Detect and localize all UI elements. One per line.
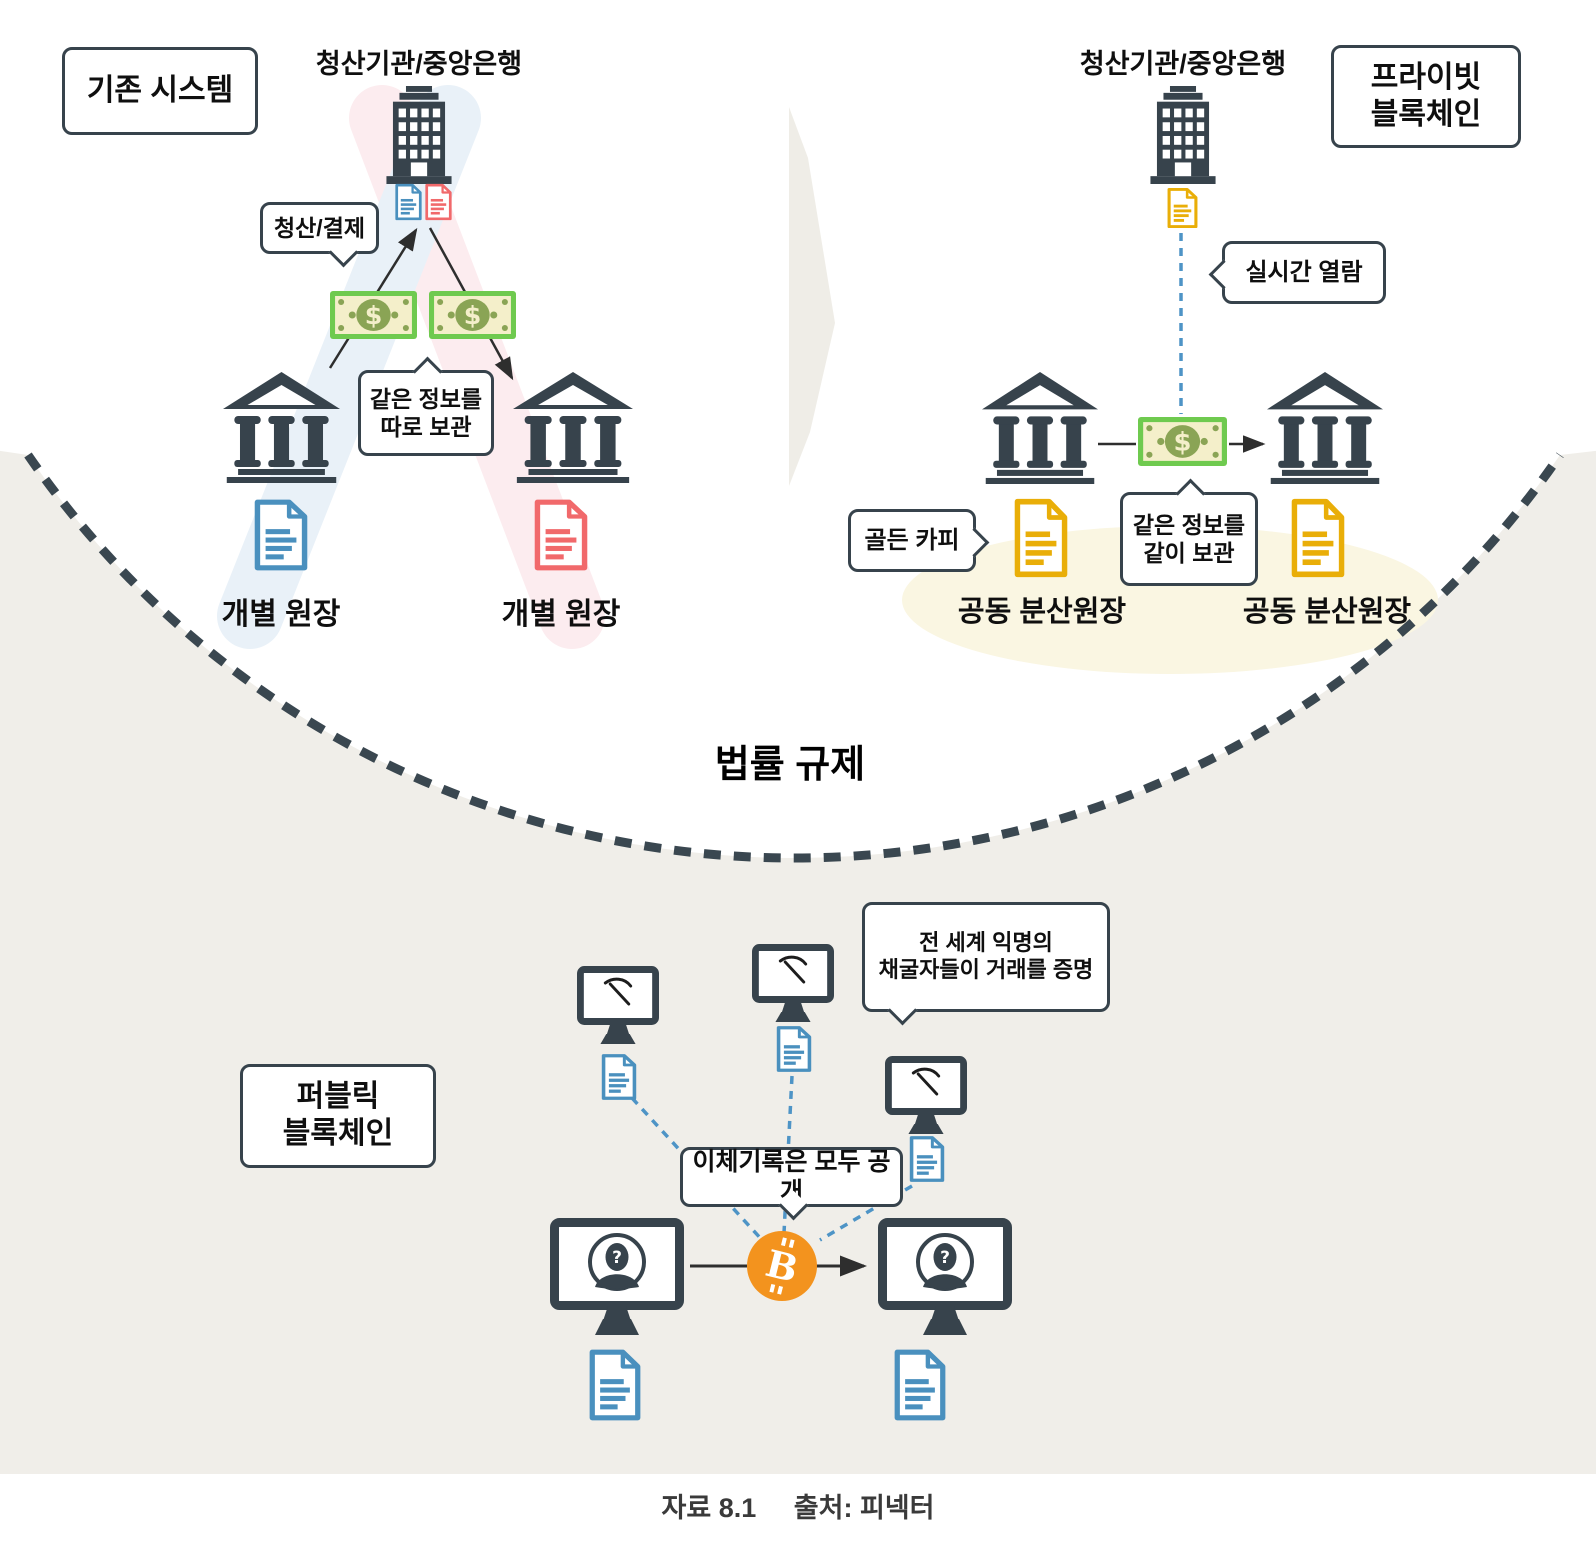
- separate-storage-bubble: 같은 정보를 따로 보관: [358, 370, 494, 456]
- miners-verify-line2: 채굴자들이 거래를 증명: [878, 957, 1094, 982]
- miner-monitor-pickaxe-icon: [752, 944, 834, 1024]
- anonymous-user-monitor-icon: ?: [878, 1218, 1012, 1336]
- shared-ledger-gold-icon: [1289, 497, 1347, 579]
- user-ledger-icon: [587, 1348, 643, 1422]
- individual-ledger-right-label: 개별 원장: [501, 598, 621, 631]
- shared-ledger-right-label: 공동 분산원장: [1242, 596, 1412, 628]
- miner-ledger-icon: [775, 1025, 813, 1073]
- figure-number: 자료 8.1: [661, 1493, 757, 1523]
- user-ledger-icon: [892, 1348, 948, 1422]
- legacy-system-label: 기존 시스템: [86, 73, 234, 107]
- svg-text:$: $: [365, 301, 383, 330]
- legacy-system-box: 기존 시스템: [62, 47, 258, 135]
- clearing-house-building-icon: [1148, 86, 1218, 184]
- svg-text:$: $: [1174, 428, 1192, 458]
- red-ledger-small-icon: [424, 183, 453, 221]
- private-blockchain-box: 프라이빗 블록체인: [1331, 45, 1521, 148]
- public-blockchain-line1: 퍼블릭: [296, 1080, 380, 1114]
- open-records-text: 이체기록은 모두 공개: [692, 1147, 891, 1207]
- private-blockchain-line2: 블록체인: [1370, 97, 1482, 131]
- miners-verify-line1: 전 세계 익명의: [919, 930, 1053, 956]
- miners-verify-bubble: 전 세계 익명의 채굴자들이 거래를 증명: [862, 902, 1110, 1012]
- shared-ledger-left-label: 공동 분산원장: [957, 596, 1127, 628]
- money-bill-icon: $: [330, 291, 417, 339]
- section-divider-chevron: [789, 107, 835, 486]
- individual-ledger-blue-icon: [252, 498, 310, 572]
- realtime-view-bubble: 실시간 열람: [1222, 241, 1386, 304]
- legacy-authority-label: 청산기관/중앙은행: [315, 49, 523, 79]
- bank-temple-icon: [223, 372, 340, 483]
- golden-copy-text: 골든 카피: [864, 526, 960, 554]
- open-records-bubble: 이체기록은 모두 공개: [680, 1147, 903, 1207]
- individual-ledger-red-icon: [532, 498, 590, 572]
- anonymous-user-monitor-icon: ?: [550, 1218, 684, 1336]
- money-bill-icon: $: [1138, 417, 1227, 466]
- realtime-view-text: 실시간 열람: [1245, 258, 1363, 286]
- figure-caption: 자료 8.1 출처: 피넥터: [0, 1486, 1596, 1525]
- public-blockchain-line2: 블록체인: [282, 1117, 394, 1150]
- shared-storage-line1: 같은 정보를: [1132, 511, 1246, 538]
- separate-storage-line2: 따로 보관: [380, 414, 472, 440]
- gold-ledger-small-icon: [1166, 187, 1199, 229]
- clearing-settlement-bubble: 청산/결제: [260, 202, 379, 254]
- bank-temple-icon: [1267, 372, 1383, 484]
- miner-ledger-icon: [600, 1053, 638, 1101]
- bitcoin-coin-icon: B: [747, 1231, 817, 1301]
- shared-ledger-gold-icon: [1012, 497, 1070, 579]
- miner-monitor-pickaxe-icon: [885, 1056, 967, 1136]
- public-blockchain-box: 퍼블릭 블록체인: [240, 1064, 436, 1168]
- private-blockchain-line1: 프라이빗: [1370, 60, 1482, 94]
- bank-temple-icon: [982, 372, 1098, 484]
- separate-storage-line1: 같은 정보를: [369, 385, 483, 412]
- svg-text:?: ?: [940, 1248, 950, 1268]
- golden-copy-bubble: 골든 카피: [848, 509, 976, 572]
- svg-text:$: $: [464, 301, 482, 330]
- individual-ledger-left-label: 개별 원장: [221, 598, 341, 631]
- figure-source: 출처: 피넥터: [793, 1493, 935, 1523]
- regulation-dashed-curve: [24, 452, 1564, 863]
- miner-monitor-pickaxe-icon: [577, 966, 659, 1046]
- clearing-settlement-text: 청산/결제: [273, 214, 366, 241]
- shared-storage-line2: 같이 보관: [1143, 540, 1235, 566]
- bank-temple-icon: [513, 372, 633, 483]
- blue-ledger-small-icon: [394, 183, 423, 221]
- private-authority-label: 청산기관/중앙은행: [1079, 49, 1287, 79]
- money-bill-icon: $: [429, 291, 516, 339]
- clearing-house-building-icon: [384, 86, 454, 184]
- miner-ledger-icon: [908, 1135, 946, 1183]
- regulation-label: 법률 규제: [714, 744, 866, 786]
- svg-text:?: ?: [612, 1248, 622, 1268]
- shared-storage-bubble: 같은 정보를 같이 보관: [1120, 492, 1258, 586]
